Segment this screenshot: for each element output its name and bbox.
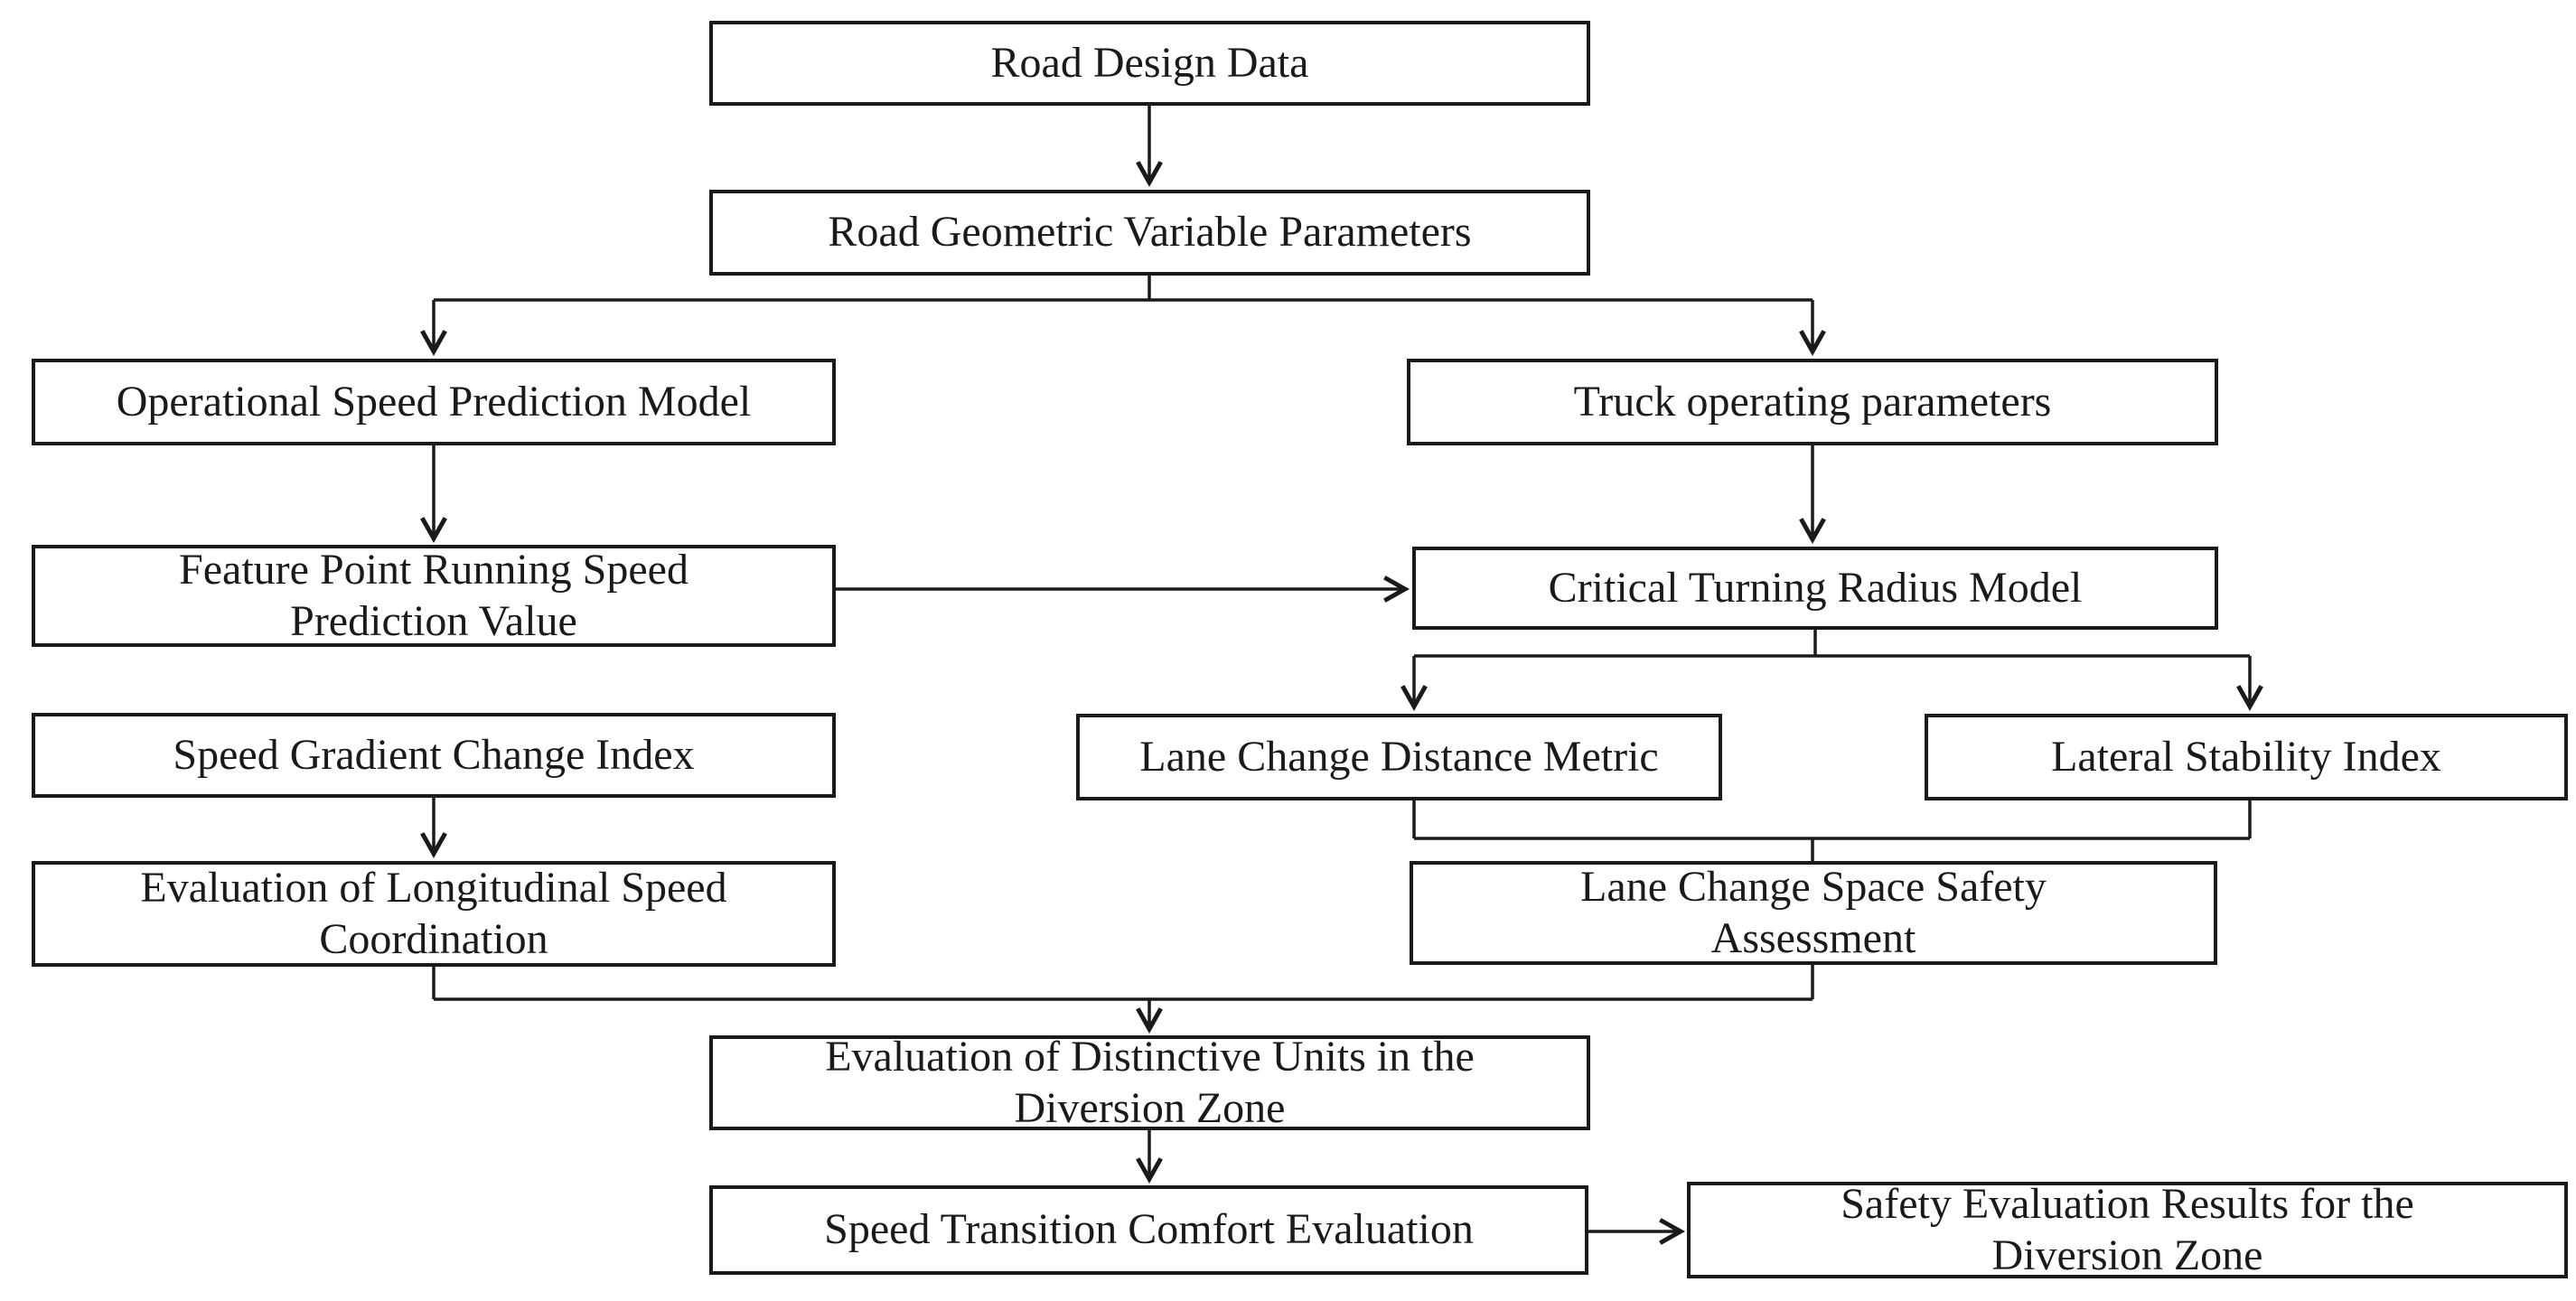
node-safety-evaluation-results-for-the-diversion-zone: Safety Evaluation Results for the Divers… <box>1687 1180 2568 1279</box>
node-lane-change-space-safety-assessment: Lane Change Space Safety Assessment <box>1410 861 2217 965</box>
edge-critical-branch-trunk <box>1414 630 2250 658</box>
node-evaluation-of-distinctive-units-in-the-diversion-zone: Evaluation of Distinctive Units in the D… <box>709 1033 1590 1132</box>
node-speed-gradient-change-index: Speed Gradient Change Index <box>32 713 836 798</box>
node-lane-change-distance-metric: Lane Change Distance Metric <box>1076 714 1722 800</box>
node-feature-point-running-speed-prediction-value: Feature Point Running Speed Prediction V… <box>32 545 836 647</box>
node-road-geometric-variable-parameters: Road Geometric Variable Parameters <box>709 190 1590 276</box>
node-operational-speed-prediction-model: Operational Speed Prediction Model <box>32 359 836 445</box>
edge-merge-to-assessment <box>1412 800 2252 861</box>
node-road-design-data: Road Design Data <box>709 21 1590 106</box>
edge-geometric-branch-trunk <box>434 276 1813 302</box>
node-speed-transition-comfort-evaluation: Speed Transition Comfort Evaluation <box>709 1185 1588 1275</box>
node-critical-turning-radius-model: Critical Turning Radius Model <box>1412 547 2218 630</box>
edge-merge-columns-trunk <box>432 965 1814 1001</box>
node-lateral-stability-index: Lateral Stability Index <box>1925 714 2568 800</box>
node-evaluation-of-longitudinal-speed-coordination: Evaluation of Longitudinal Speed Coordin… <box>32 861 836 967</box>
node-truck-operating-parameters: Truck operating parameters <box>1407 359 2218 445</box>
